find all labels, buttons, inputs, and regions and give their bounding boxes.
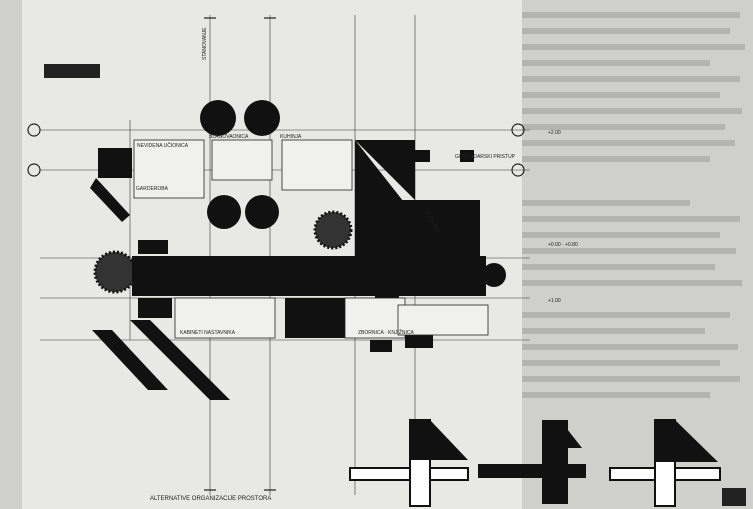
alternative-diagrams: [349, 419, 721, 507]
label-gospodarski: GOSPODARSKI PRISTUP: [455, 154, 516, 160]
label-blagovaonica: BLAGOVAONICA: [209, 134, 249, 140]
alternative-diagram-1: [349, 419, 469, 507]
alternative-diagram-2: [478, 420, 586, 504]
axis-markers: [27, 17, 525, 491]
diagonal-bands: [90, 178, 230, 400]
page-number: 3: [730, 490, 737, 505]
label-ucionice: NEVIDENA UČIONICA: [137, 142, 189, 149]
label-kuhinja: KUHINJA: [280, 134, 302, 140]
ikat-badge: IKAT: [44, 64, 100, 78]
level-top: +2.00: [548, 130, 561, 136]
level-mid: +0.00 · +0.80: [548, 242, 578, 248]
alternative-diagram-3: [609, 419, 721, 507]
ikat-label: IKAT: [61, 67, 84, 78]
caption: ALTERNATIVE ORGANIZACIJE PROSTORA: [150, 496, 271, 502]
page-number-badge: 3: [722, 488, 746, 506]
label-garderoba: GARDEROBA: [136, 186, 169, 192]
room-outlines: [133, 139, 489, 339]
level-low: +1.00: [548, 298, 561, 304]
label-zbornica: ZBORNICA · KNJIŽNICA: [358, 328, 415, 336]
label-kabineti: KABINETI NASTAVNIKA: [180, 330, 236, 336]
label-stanovanje: STANOVANJE: [202, 27, 208, 60]
